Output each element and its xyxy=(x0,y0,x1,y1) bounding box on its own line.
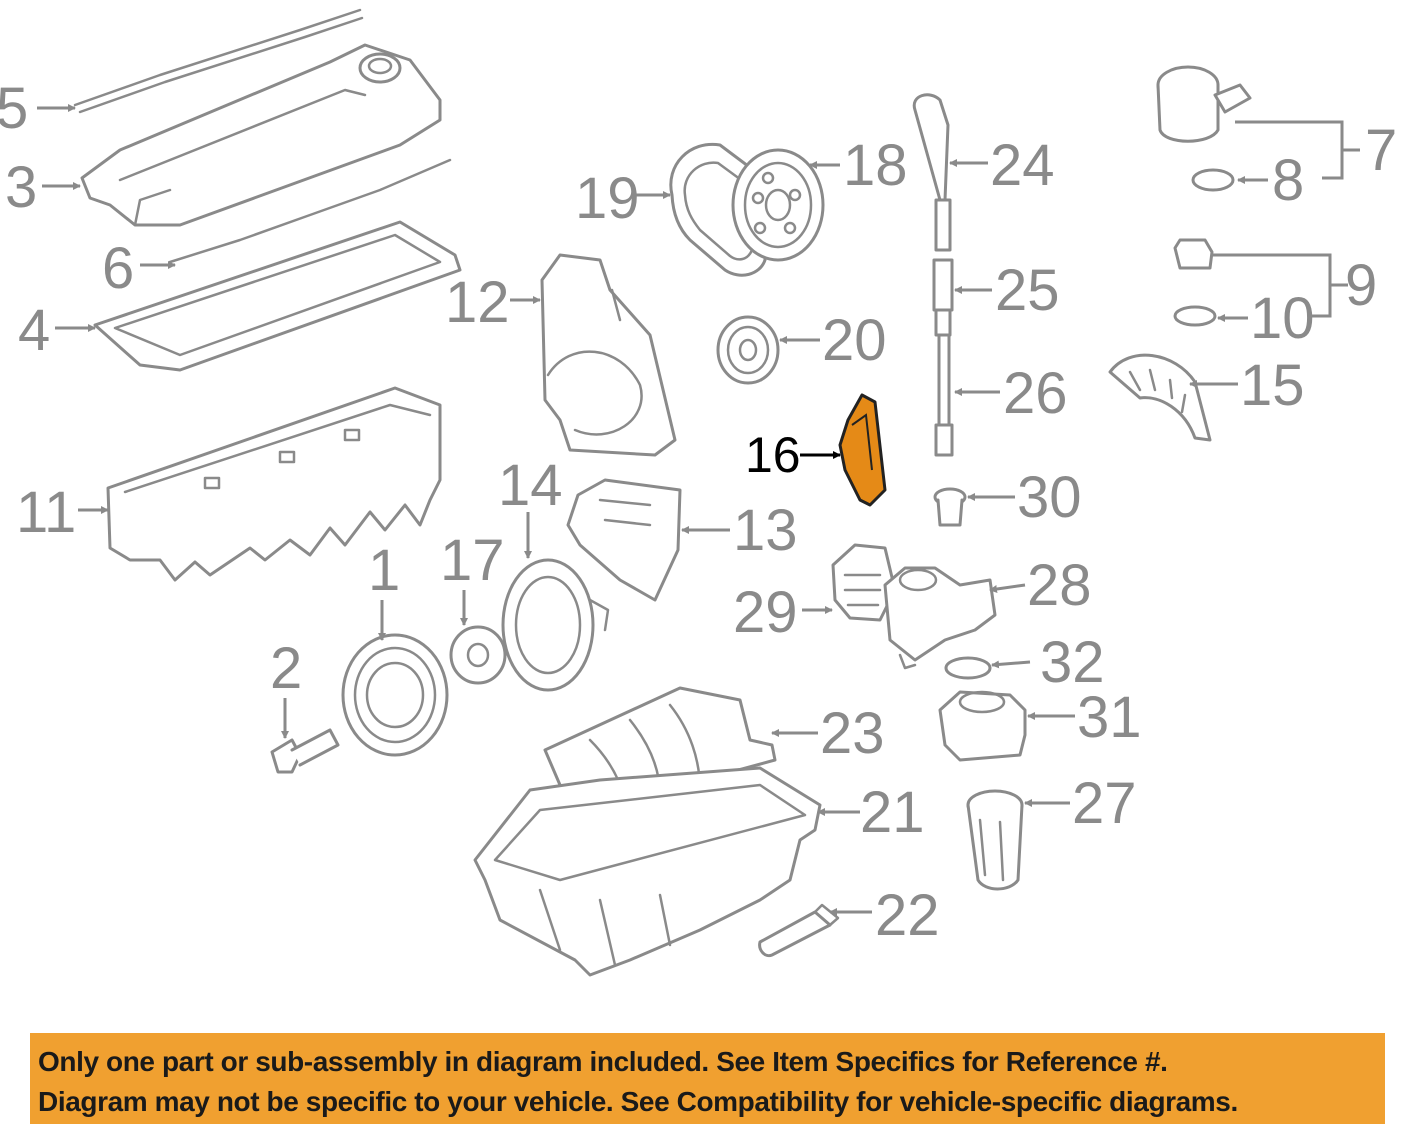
bracket-9-10 xyxy=(1212,253,1348,318)
callout-16: 16 xyxy=(745,427,801,483)
callout-10: 10 xyxy=(1250,286,1315,351)
callout-18: 18 xyxy=(843,133,908,198)
part-30-plug xyxy=(933,487,967,527)
part-24-26-dipstick xyxy=(912,93,954,457)
part-6-gasket xyxy=(168,158,452,264)
callout-5: 5 xyxy=(0,76,28,141)
part-14-backing-plate xyxy=(501,558,610,692)
part-18-sprocket xyxy=(731,148,825,262)
part-3-valve-cover xyxy=(80,43,442,227)
callout-29: 29 xyxy=(733,580,798,645)
part-2-bolt xyxy=(270,728,340,774)
callout-7: 7 xyxy=(1365,118,1397,183)
callout-11: 11 xyxy=(16,480,76,545)
part-1-crank-pulley xyxy=(341,633,449,757)
callout-2: 2 xyxy=(270,636,302,701)
part-20-pulley xyxy=(716,315,780,385)
part-16-highlighted xyxy=(838,393,887,507)
part-10-oring xyxy=(1173,305,1217,327)
callout-12: 12 xyxy=(445,270,510,335)
part-9-cap xyxy=(1173,238,1214,270)
part-4-plate xyxy=(93,220,462,372)
callout-15: 15 xyxy=(1240,353,1305,418)
part-28-oil-pump xyxy=(883,566,997,670)
part-32-oring xyxy=(944,656,992,680)
part-8-seal xyxy=(1191,168,1235,192)
callout-20: 20 xyxy=(822,308,887,373)
part-27-oil-filter xyxy=(966,789,1024,891)
callout-28: 28 xyxy=(1027,553,1092,618)
callout-6: 6 xyxy=(102,236,134,301)
callout-9: 9 xyxy=(1345,253,1377,318)
part-22-sealant-tube xyxy=(758,903,840,958)
callout-30: 30 xyxy=(1017,465,1082,530)
part-17-gear xyxy=(449,625,507,685)
disclaimer-line-2: Diagram may not be specific to your vehi… xyxy=(38,1086,1238,1117)
callout-22: 22 xyxy=(875,883,940,948)
part-5-gasket xyxy=(73,8,364,114)
callout-14: 14 xyxy=(498,453,563,518)
part-21-oil-pan xyxy=(473,766,822,977)
bracket-7-8 xyxy=(1235,120,1360,180)
callout-26: 26 xyxy=(1003,361,1068,426)
callout-31: 31 xyxy=(1077,685,1142,750)
callout-1: 1 xyxy=(368,538,400,603)
callout-17: 17 xyxy=(440,528,505,593)
part-15-baffle xyxy=(1108,353,1212,442)
callout-32: 32 xyxy=(1040,630,1105,695)
callout-25: 25 xyxy=(995,258,1060,323)
callout-23: 23 xyxy=(820,701,885,766)
callout-27: 27 xyxy=(1072,771,1137,836)
disclaimer-line-1: Only one part or sub-assembly in diagram… xyxy=(38,1046,1168,1077)
callout-4: 4 xyxy=(18,298,50,363)
callout-13: 13 xyxy=(733,498,798,563)
part-31-oil-cooler xyxy=(938,690,1027,762)
callout-3: 3 xyxy=(5,155,37,220)
part-13-cover xyxy=(566,478,682,602)
callout-24: 24 xyxy=(990,133,1055,198)
part-12-timing-cover xyxy=(540,253,677,457)
callout-8: 8 xyxy=(1272,148,1304,213)
leader-lines xyxy=(37,104,1268,916)
part-11-manifold xyxy=(106,386,442,582)
part-7-breather xyxy=(1156,65,1252,143)
callout-19: 19 xyxy=(575,166,640,231)
disclaimer-banner: Only one part or sub-assembly in diagram… xyxy=(30,1033,1385,1124)
callout-21: 21 xyxy=(860,780,925,845)
